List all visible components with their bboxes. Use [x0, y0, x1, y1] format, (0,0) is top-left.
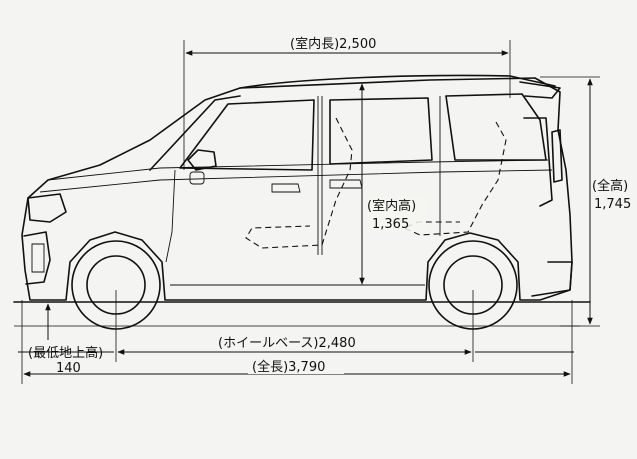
car-side-view: [13, 74, 591, 330]
dimension-lines: [14, 40, 600, 384]
roof-spoiler: [519, 81, 561, 99]
mirror-base: [189, 171, 205, 185]
body-outline: [21, 77, 573, 301]
front-door-handle: [271, 183, 301, 193]
ground-clearance-label: (最低地上高): [28, 345, 103, 361]
front-door-seam: [165, 169, 176, 263]
overall-height-label: (全高): [592, 178, 628, 194]
interior-height-label: (室内高): [367, 198, 416, 214]
side-mirror: [187, 149, 217, 171]
front-bumper: [23, 231, 51, 285]
slide-door-handle: [329, 179, 363, 189]
interior-length-label: (室内長)2,500: [290, 36, 376, 52]
roof-rail: [239, 74, 556, 89]
quarter-window: [445, 93, 547, 161]
ground-clearance-value: 140: [56, 361, 81, 376]
overall-height-value: 1,745: [594, 197, 631, 212]
rear-window: [329, 97, 433, 165]
fog-lamp: [31, 243, 45, 273]
dimension-labels: (室内長)2,500 (室内高) 1,365 (全高) 1,745 (最低地上高…: [28, 34, 631, 376]
shoulder-line: [39, 169, 553, 193]
rear-bumper: [531, 261, 573, 297]
interior-height-value: 1,365: [372, 217, 409, 232]
belt-line: [47, 159, 549, 181]
windshield: [149, 95, 241, 171]
wheelbase-label: (ホイールベース)2,480: [218, 336, 356, 351]
headlight: [27, 193, 67, 223]
front-seat-outline: [245, 117, 353, 249]
overall-length-label: (全長)3,790: [252, 359, 325, 375]
tail-lamp: [551, 129, 563, 183]
rear-pillar: [523, 117, 553, 207]
rear-seat-outline: [402, 121, 507, 236]
front-window: [179, 99, 315, 171]
